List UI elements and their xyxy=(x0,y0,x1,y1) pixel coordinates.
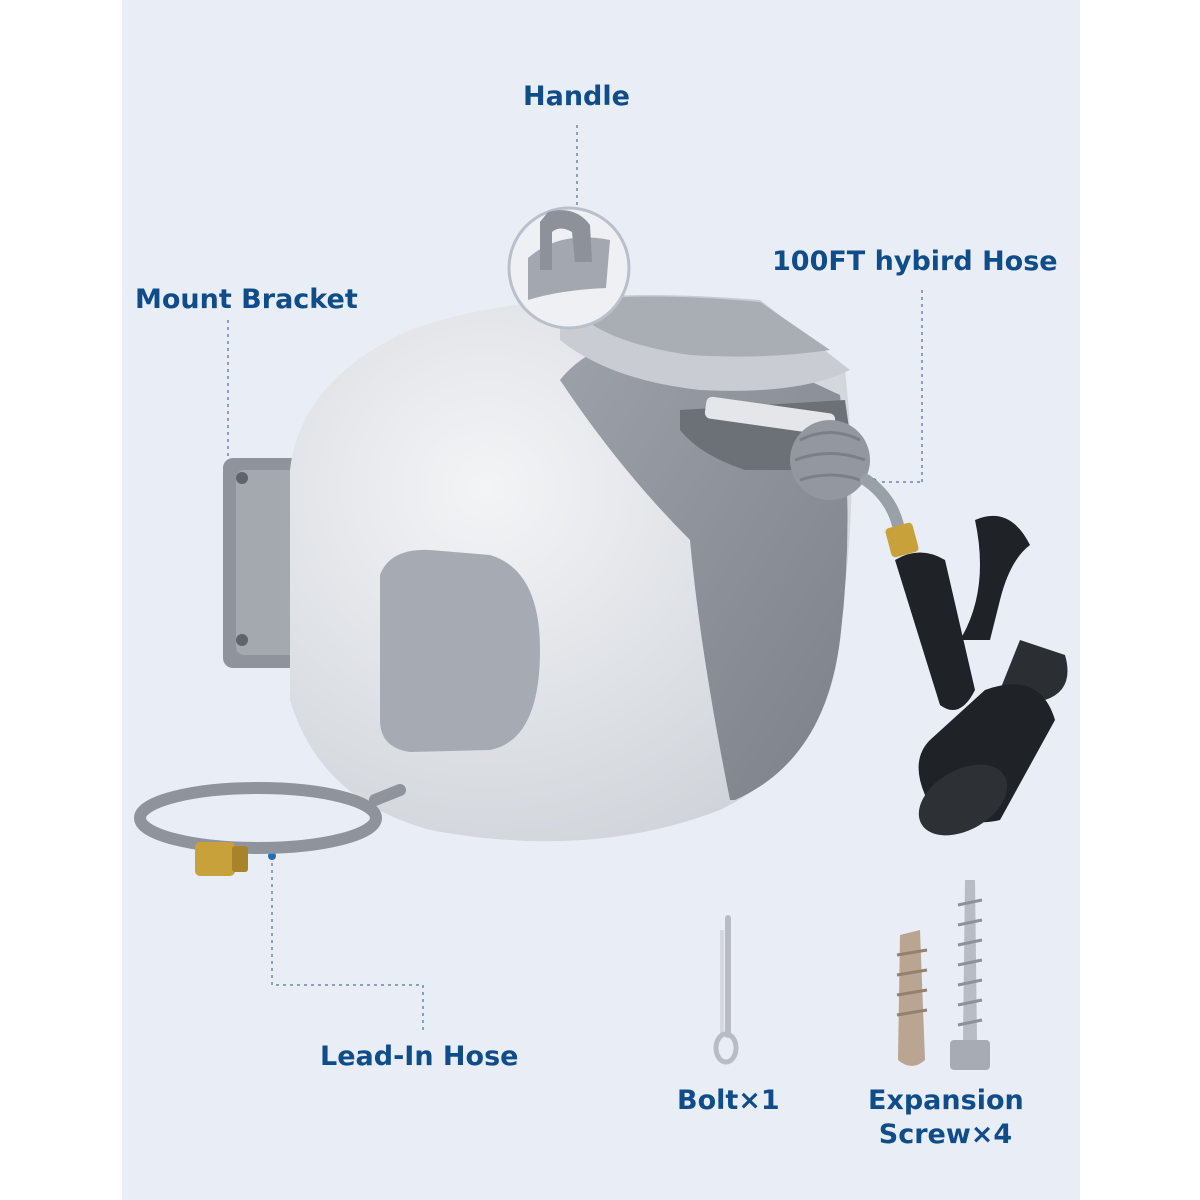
label-expansion-line2: Screw×4 xyxy=(878,1118,1013,1150)
expansion-anchor xyxy=(896,930,928,1066)
lead-in-hose-coil xyxy=(134,782,406,876)
label-expansion-screw: Expansion Screw×4 xyxy=(868,1084,1024,1152)
leader-lines xyxy=(227,125,923,1030)
label-mount-bracket: Mount Bracket xyxy=(135,284,358,315)
bolt-pin xyxy=(713,915,739,1065)
reel-body xyxy=(290,295,870,842)
spray-nozzle xyxy=(860,474,1068,836)
label-bolt: Bolt×1 xyxy=(677,1085,780,1116)
label-lead-in-hose: Lead-In Hose xyxy=(320,1041,519,1072)
screw xyxy=(950,880,990,1070)
label-handle: Handle xyxy=(523,81,630,112)
handle-magnifier xyxy=(507,206,631,330)
label-expansion-line1: Expansion xyxy=(868,1085,1024,1116)
label-hose: 100FT hybird Hose xyxy=(772,246,1058,277)
